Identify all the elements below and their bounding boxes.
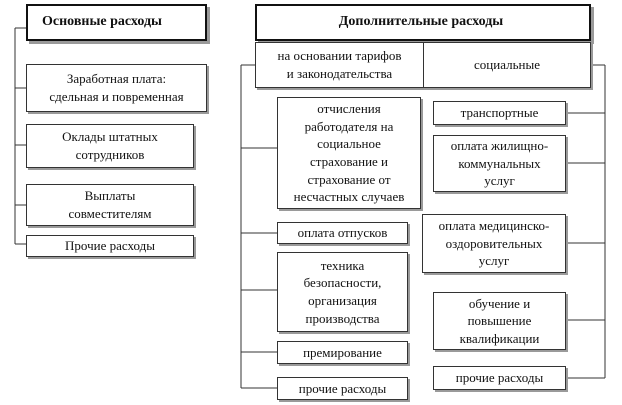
tariff-based-column: на основании тарифов и законодательства	[256, 43, 424, 87]
basic-expense-item: Выплаты совместителям	[26, 184, 194, 226]
social-expense-item: оплата жилищно- коммунальных услуг	[433, 135, 566, 192]
social-expense-item: прочие расходы	[433, 366, 566, 390]
tariff-expense-item: прочие расходы	[277, 377, 408, 400]
basic-expenses-header: Основные расходы	[26, 4, 207, 41]
additional-expenses-header: Дополнительные расходы	[255, 4, 591, 41]
social-column: социальные	[474, 57, 540, 73]
tariff-expense-item: отчисления работодателя на социальное ст…	[277, 97, 421, 209]
tariff-expense-item: оплата отпусков	[277, 222, 408, 244]
basic-expense-item: Заработная плата: сдельная и повременная	[26, 64, 207, 112]
tariff-expense-item: премирование	[277, 341, 408, 364]
social-expense-item: обучение и повышение квалификации	[433, 292, 566, 350]
additional-expenses-subheader: на основании тарифов и законодательства …	[255, 42, 591, 88]
tariff-expense-item: техника безопасности, организация произв…	[277, 252, 408, 332]
basic-expense-item: Оклады штатных сотрудников	[26, 124, 194, 168]
social-expense-item: транспортные	[433, 101, 566, 125]
basic-expense-item: Прочие расходы	[26, 235, 194, 257]
social-expense-item: оплата медицинско- оздоровительных услуг	[422, 214, 566, 273]
